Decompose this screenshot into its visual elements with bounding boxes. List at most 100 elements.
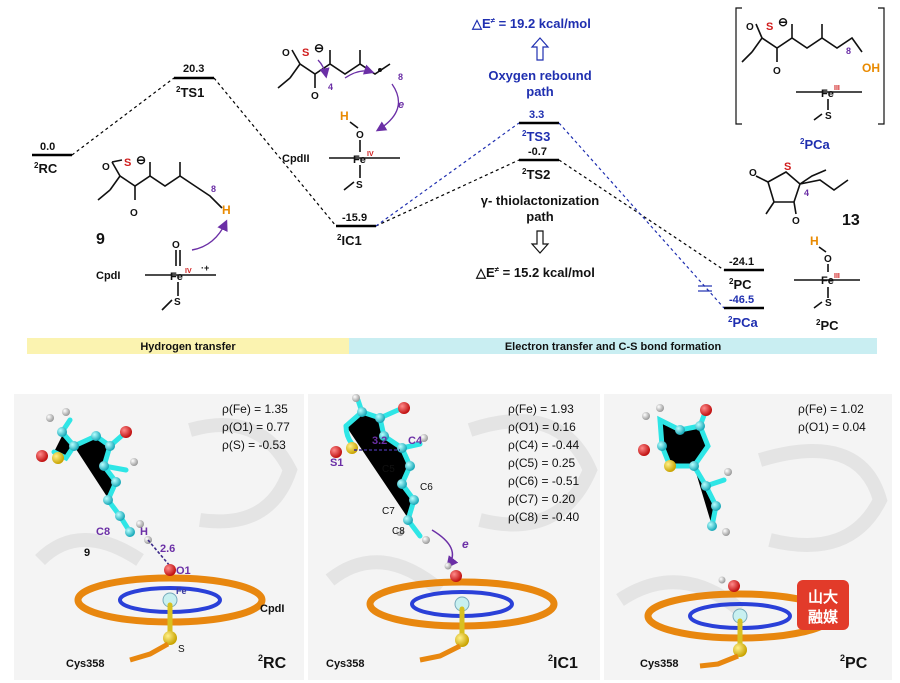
panel-title-pc: 2PC xyxy=(840,653,868,672)
cys-label: Cys358 xyxy=(66,658,105,670)
fe-oxidation-iv: IV xyxy=(367,151,374,158)
spin-density-0: ρ(Fe) = 1.35 xyxy=(222,402,288,416)
panel-ic1: ρ(Fe) = 1.93 ρ(O1) = 0.16 ρ(C4) = -0.44 … xyxy=(308,394,600,680)
radical-cation: ·+ xyxy=(201,263,209,273)
carbon-atom xyxy=(375,413,385,423)
atom-number-4: 4 xyxy=(328,82,333,92)
atom-o: O xyxy=(792,216,800,227)
atom-label-fe: Fe xyxy=(176,586,187,596)
oxygen-atom-o1 xyxy=(450,570,462,582)
path-annotations: △E≠ = 19.2 kcal/mol Oxygen rebound path … xyxy=(471,16,599,280)
electron-transfer-arrow xyxy=(431,529,459,569)
panel-title-rc: 2RC xyxy=(258,653,287,672)
carbon-atom-c7 xyxy=(409,495,419,505)
atom-fe: Fe xyxy=(353,154,366,166)
thiol-path-label-2: path xyxy=(526,209,554,224)
atom-o: O xyxy=(773,66,781,77)
atom-label-c8: C8 xyxy=(96,526,110,538)
rebound-path-label-2: path xyxy=(526,84,554,99)
atom-label-s: S xyxy=(178,644,185,655)
atom-h: H xyxy=(222,203,231,217)
cpdi-label: CpdI xyxy=(260,603,284,615)
arrow-up-icon xyxy=(530,37,550,61)
electron-shift-arrow xyxy=(344,64,375,79)
atom-o: O xyxy=(130,208,138,219)
barrier-rebound: △E≠ = 19.2 kcal/mol xyxy=(471,16,591,31)
spin-density-2: ρ(C4) = -0.44 xyxy=(508,438,580,452)
sulfur-atom xyxy=(52,452,64,464)
fe-oxidation-iv: IV xyxy=(185,268,192,275)
minus-charge: ⊖ xyxy=(314,41,324,55)
spin-density-0: ρ(Fe) = 1.02 xyxy=(798,402,864,416)
spin-density-1: ρ(O1) = 0.16 xyxy=(508,420,576,434)
sulfur-atom-s1 xyxy=(346,442,358,454)
band-electron-transfer xyxy=(349,338,877,354)
thiol-path-label-1: γ- thiolactonization xyxy=(481,193,600,208)
carbon-atom xyxy=(99,461,109,471)
label-pc: 2PC xyxy=(729,277,752,292)
band-hydrogen-transfer xyxy=(27,338,349,354)
spin-density-3: ρ(C5) = 0.25 xyxy=(508,456,576,470)
ic1-chain-bonds xyxy=(277,49,391,89)
atom-o: O xyxy=(824,254,832,265)
sulfur-atom-cys xyxy=(455,633,469,647)
spin-density-6: ρ(C8) = -0.40 xyxy=(508,510,580,524)
minus-charge: ⊖ xyxy=(778,15,788,29)
sulfur-atom-cys xyxy=(733,643,747,657)
oxygen-atom xyxy=(700,404,712,416)
panel-rc: ρ(Fe) = 1.35 ρ(O1) = 0.77 ρ(S) = -0.53 C… xyxy=(14,394,304,680)
label-rc: 2RC xyxy=(34,161,58,176)
spin-density-5: ρ(C7) = 0.20 xyxy=(508,492,576,506)
fe-oxidation-iii: III xyxy=(834,85,840,92)
atom-label-c6: C6 xyxy=(420,482,433,493)
atom-label-c4: C4 xyxy=(408,435,423,447)
pc-label: 2PC xyxy=(816,318,839,333)
hydrogen-atom xyxy=(136,520,144,528)
fe-oxidation-iii: III xyxy=(834,273,840,280)
carbon-atom xyxy=(111,477,121,487)
carbon-atom xyxy=(115,511,125,521)
hydrogen-atom xyxy=(352,394,360,402)
distance-value: 2.6 xyxy=(160,543,175,555)
atom-o-carbonyl: O xyxy=(102,162,110,173)
stage-bands: Hydrogen transfer Electron transfer and … xyxy=(27,338,877,354)
hydrogen-atom xyxy=(130,458,138,466)
atom-s: S xyxy=(124,157,131,169)
pca-label: 2PCa xyxy=(800,137,831,152)
blue-path-connectors xyxy=(375,122,725,309)
electron-e: e xyxy=(462,537,469,551)
carbon-atom xyxy=(675,425,685,435)
label-ic1: 2IC1 xyxy=(337,233,362,248)
hydrogen-atom xyxy=(46,414,54,422)
watermark-logo xyxy=(797,580,849,630)
bracket-right xyxy=(878,7,885,125)
value-ts2: -0.7 xyxy=(528,146,547,158)
value-ts1: 20.3 xyxy=(183,63,204,75)
protein-ribbon xyxy=(35,418,298,566)
cys-chain xyxy=(699,653,739,669)
barrier-thiol: △E≠ = 15.2 kcal/mol xyxy=(475,265,595,280)
hydrogen-atom xyxy=(724,468,732,476)
cys-label: Cys358 xyxy=(640,658,679,670)
atom-s: S xyxy=(356,180,363,191)
protein-ribbon xyxy=(616,444,888,616)
atom-number-8: 8 xyxy=(211,184,216,194)
value-rc: 0.0 xyxy=(40,141,55,153)
fe-s-bond xyxy=(813,287,829,309)
rebound-path-label-1: Oxygen rebound xyxy=(488,68,591,83)
structure-cpdi: CpdI O Fe IV ·+ S xyxy=(96,240,216,311)
cys-chain xyxy=(419,643,462,663)
oxygen-atom xyxy=(638,444,650,456)
oxygen-atom xyxy=(330,446,342,458)
compound-9-label: 9 xyxy=(96,231,105,248)
sulfur-atom xyxy=(664,460,676,472)
carbon-atom xyxy=(105,441,115,451)
carbon-atom xyxy=(57,427,67,437)
spin-density-2: ρ(S) = -0.53 xyxy=(222,438,286,452)
carbon-atom xyxy=(91,431,101,441)
atom-number-4: 4 xyxy=(804,188,809,198)
atom-number-8: 8 xyxy=(846,46,851,56)
hydrogen-atom xyxy=(722,528,730,536)
minus-charge: ⊖ xyxy=(136,153,146,167)
spin-density-4: ρ(C6) = -0.51 xyxy=(508,474,580,488)
